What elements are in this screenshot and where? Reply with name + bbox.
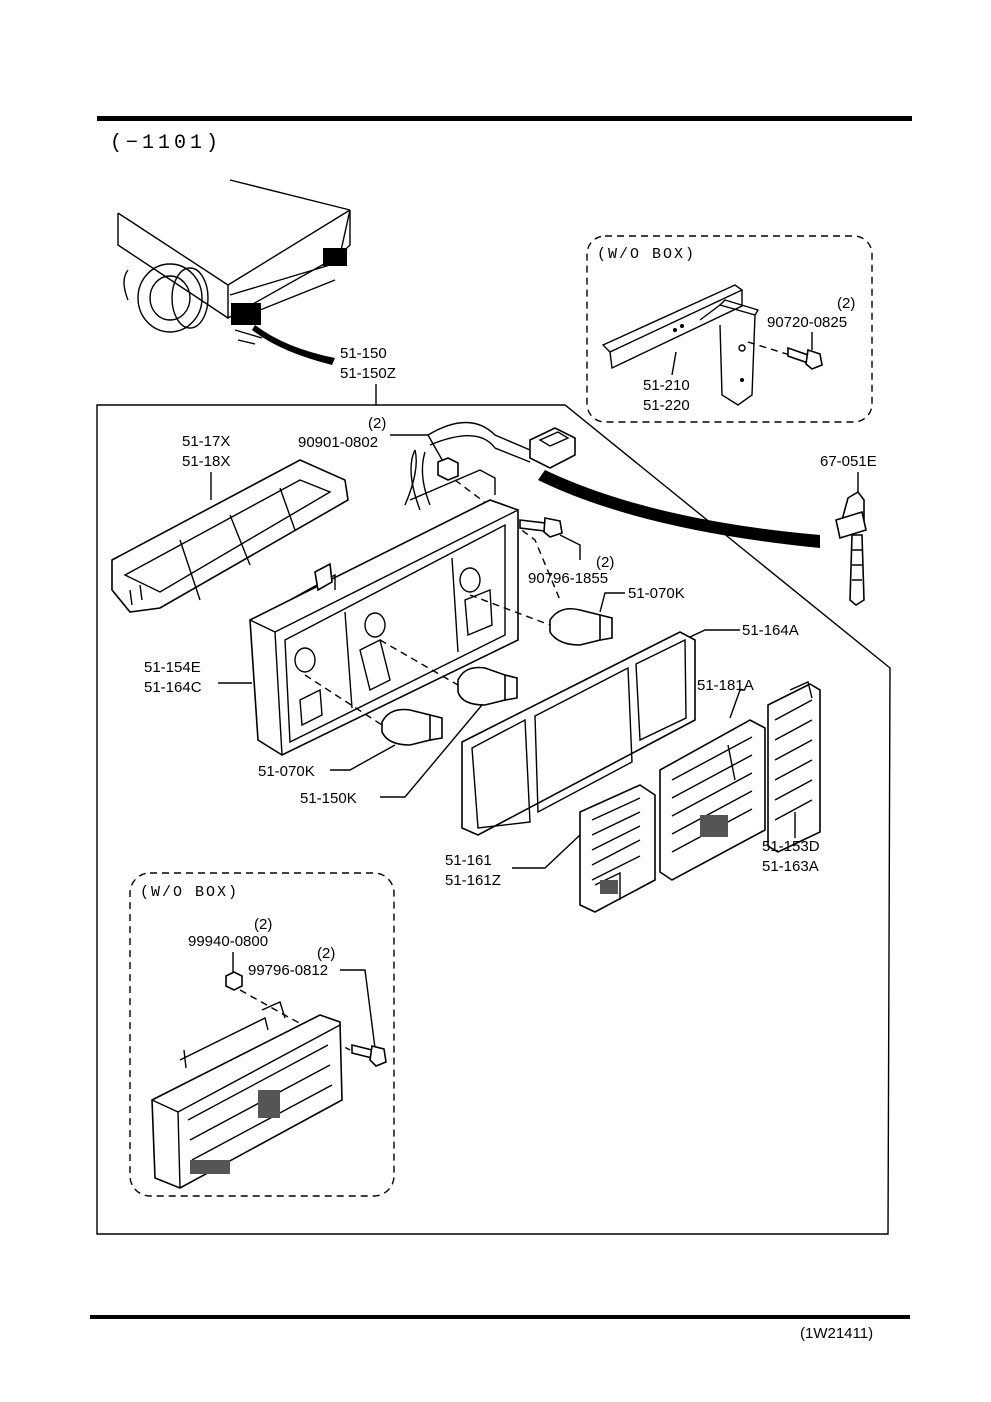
part-51-153d: 51-153D <box>762 838 820 855</box>
part-90720-0825: 90720-0825 <box>767 314 847 331</box>
clip-67-051e <box>835 490 867 606</box>
part-67-051e: 67-051E <box>820 453 877 470</box>
wo-box-lower-label: (W/O BOX) <box>140 884 239 901</box>
wo-box-upper-group <box>586 235 873 423</box>
bracket-51-210 <box>601 284 760 406</box>
lens-51-161 <box>579 784 656 913</box>
part-51-161z: 51-161Z <box>445 872 501 889</box>
gasket-51-164a <box>461 631 696 836</box>
truck-illustration <box>117 179 351 365</box>
part-90901-0802: 90901-0802 <box>298 434 378 451</box>
range-label: (−1101) <box>110 132 222 155</box>
part-51-070k-upper: 51-070K <box>628 585 685 602</box>
wire-drop <box>410 449 431 511</box>
qty-90796: (2) <box>596 554 614 571</box>
part-51-18x: 51-18X <box>182 453 230 470</box>
bolt-99796-0812 <box>351 1043 387 1067</box>
part-51-150k: 51-150K <box>300 790 357 807</box>
part-51-154e: 51-154E <box>144 659 201 676</box>
wo-box-lower-group <box>129 872 395 1197</box>
part-51-17x: 51-17X <box>182 433 230 450</box>
part-51-220: 51-220 <box>643 397 690 414</box>
nut-leader-dash <box>454 479 561 601</box>
bulb-upper-dash <box>469 594 551 626</box>
part-51-163a: 51-163A <box>762 858 819 875</box>
header-rule <box>97 116 912 121</box>
part-51-150: 51-150 <box>340 345 387 362</box>
wo-box-upper-label: (W/O BOX) <box>597 246 696 263</box>
wire-harness <box>538 470 820 548</box>
part-51-164c: 51-164C <box>144 679 202 696</box>
reflector-51-17x <box>111 459 349 613</box>
footer-rule <box>90 1315 910 1319</box>
part-51-150z: 51-150Z <box>340 365 396 382</box>
qty-99796: (2) <box>317 945 335 962</box>
bulb-51-070k-lower <box>381 708 443 746</box>
bulb-51-150k <box>457 666 518 706</box>
qty-90720: (2) <box>837 295 855 312</box>
lamp-housing-51-154e <box>249 449 519 756</box>
part-51-164a: 51-164A <box>742 622 799 639</box>
lens-51-153d <box>767 681 821 853</box>
part-51-070k-lower: 51-070K <box>258 763 315 780</box>
wire-loop <box>427 421 531 463</box>
nut-99940-0800 <box>225 971 243 991</box>
part-99940-0800: 99940-0800 <box>188 933 268 950</box>
nut-90901-0802 <box>437 457 459 481</box>
qty-90901: (2) <box>368 415 386 432</box>
lens-51-181a <box>659 719 766 881</box>
bulb-mid-dash <box>379 639 459 686</box>
bulb-lower-dash <box>304 674 383 726</box>
diagram-code: (1W21411) <box>800 1325 873 1342</box>
assembly-frame <box>96 404 891 1235</box>
bolt-90720-0825 <box>787 346 823 370</box>
qty-99940: (2) <box>254 916 272 933</box>
bulb-51-070k-upper <box>549 607 613 646</box>
part-99796-0812: 99796-0812 <box>248 962 328 979</box>
part-90796-1855: 90796-1855 <box>528 570 608 587</box>
wire-connector <box>529 427 576 469</box>
part-51-161: 51-161 <box>445 852 492 869</box>
lamp-assembly-wo-box <box>151 1001 343 1189</box>
bolt-leader-dash <box>747 341 791 356</box>
part-51-210: 51-210 <box>643 377 690 394</box>
part-51-181a: 51-181A <box>697 677 754 694</box>
bolt-90796-1855 <box>519 517 563 538</box>
